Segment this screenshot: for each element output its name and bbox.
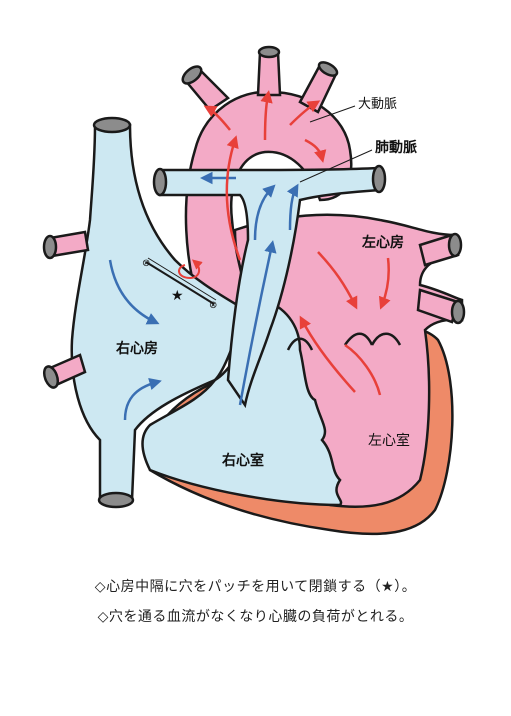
vessel-cap-icon bbox=[42, 365, 60, 389]
vessel-cap-icon bbox=[97, 491, 135, 509]
vessel-cap-icon bbox=[450, 299, 466, 325]
vessel-cap-icon bbox=[152, 167, 168, 197]
red-flow-arrow bbox=[304, 138, 327, 163]
blue-flow-arrow bbox=[123, 377, 162, 421]
septal-patch-inner bbox=[147, 257, 217, 301]
label-right-ventricle: 右心室 bbox=[221, 452, 264, 469]
vessel-cap-icon bbox=[257, 45, 281, 59]
label-left-ventricle: 左心室 bbox=[368, 432, 410, 449]
heart-diagram: ⊗ ⊗ 大動脈 肺動脈 左心房 右心房 右心室 左心室 ★ bbox=[42, 45, 466, 536]
pulmonary-vein-lower bbox=[416, 288, 460, 324]
label-aorta: 大動脈 bbox=[358, 97, 397, 112]
blue-flow-arrow bbox=[238, 240, 277, 406]
patch-star-marker: ★ bbox=[171, 288, 184, 304]
blue-flow-arrow bbox=[286, 183, 299, 231]
label-left-atrium: 左心房 bbox=[361, 234, 404, 251]
patch-suture-icon: ⊗ bbox=[209, 300, 217, 311]
pulmonary-artery-leader-line bbox=[299, 149, 373, 183]
tricuspid-valve bbox=[286, 337, 314, 351]
red-flow-arrow bbox=[317, 251, 358, 310]
vessel-cap-icon bbox=[42, 234, 58, 260]
vessel-cap-icon bbox=[92, 116, 132, 134]
red-flow-arrow bbox=[344, 343, 382, 396]
vessel-cap-icon bbox=[447, 232, 463, 258]
blue-flow-arrow bbox=[108, 259, 160, 325]
caption-line-1: ◇心房中隔に穴をパッチを用いて閉鎖する（★）。 bbox=[94, 579, 417, 595]
vessel-cap-icon bbox=[181, 65, 203, 85]
right-ventricle bbox=[141, 298, 343, 507]
label-pulmonary-artery: 肺動脈 bbox=[375, 139, 417, 156]
aorta-branch-mid bbox=[256, 50, 282, 97]
vessel-cap-icon bbox=[317, 61, 339, 77]
red-flow-arrow bbox=[203, 105, 231, 131]
patch-suture-icon: ⊗ bbox=[142, 258, 150, 269]
red-flow-arrow bbox=[178, 259, 203, 280]
septal-patch bbox=[145, 261, 215, 305]
red-flow-arrow bbox=[289, 100, 321, 126]
mitral-valve bbox=[343, 332, 402, 346]
vessel-cap-icon bbox=[371, 164, 387, 194]
red-flow-arrow bbox=[299, 315, 356, 393]
red-flow-arrow bbox=[378, 257, 391, 310]
aorta-leader-line bbox=[309, 105, 356, 123]
red-flow-arrow bbox=[225, 135, 242, 261]
red-flow-arrow bbox=[260, 90, 273, 141]
caption-line-2: ◇穴を通る血流がなくなり心臓の負荷がとれる。 bbox=[97, 609, 414, 625]
blue-flow-arrow bbox=[253, 184, 276, 241]
label-right-atrium: 右心房 bbox=[115, 340, 158, 357]
